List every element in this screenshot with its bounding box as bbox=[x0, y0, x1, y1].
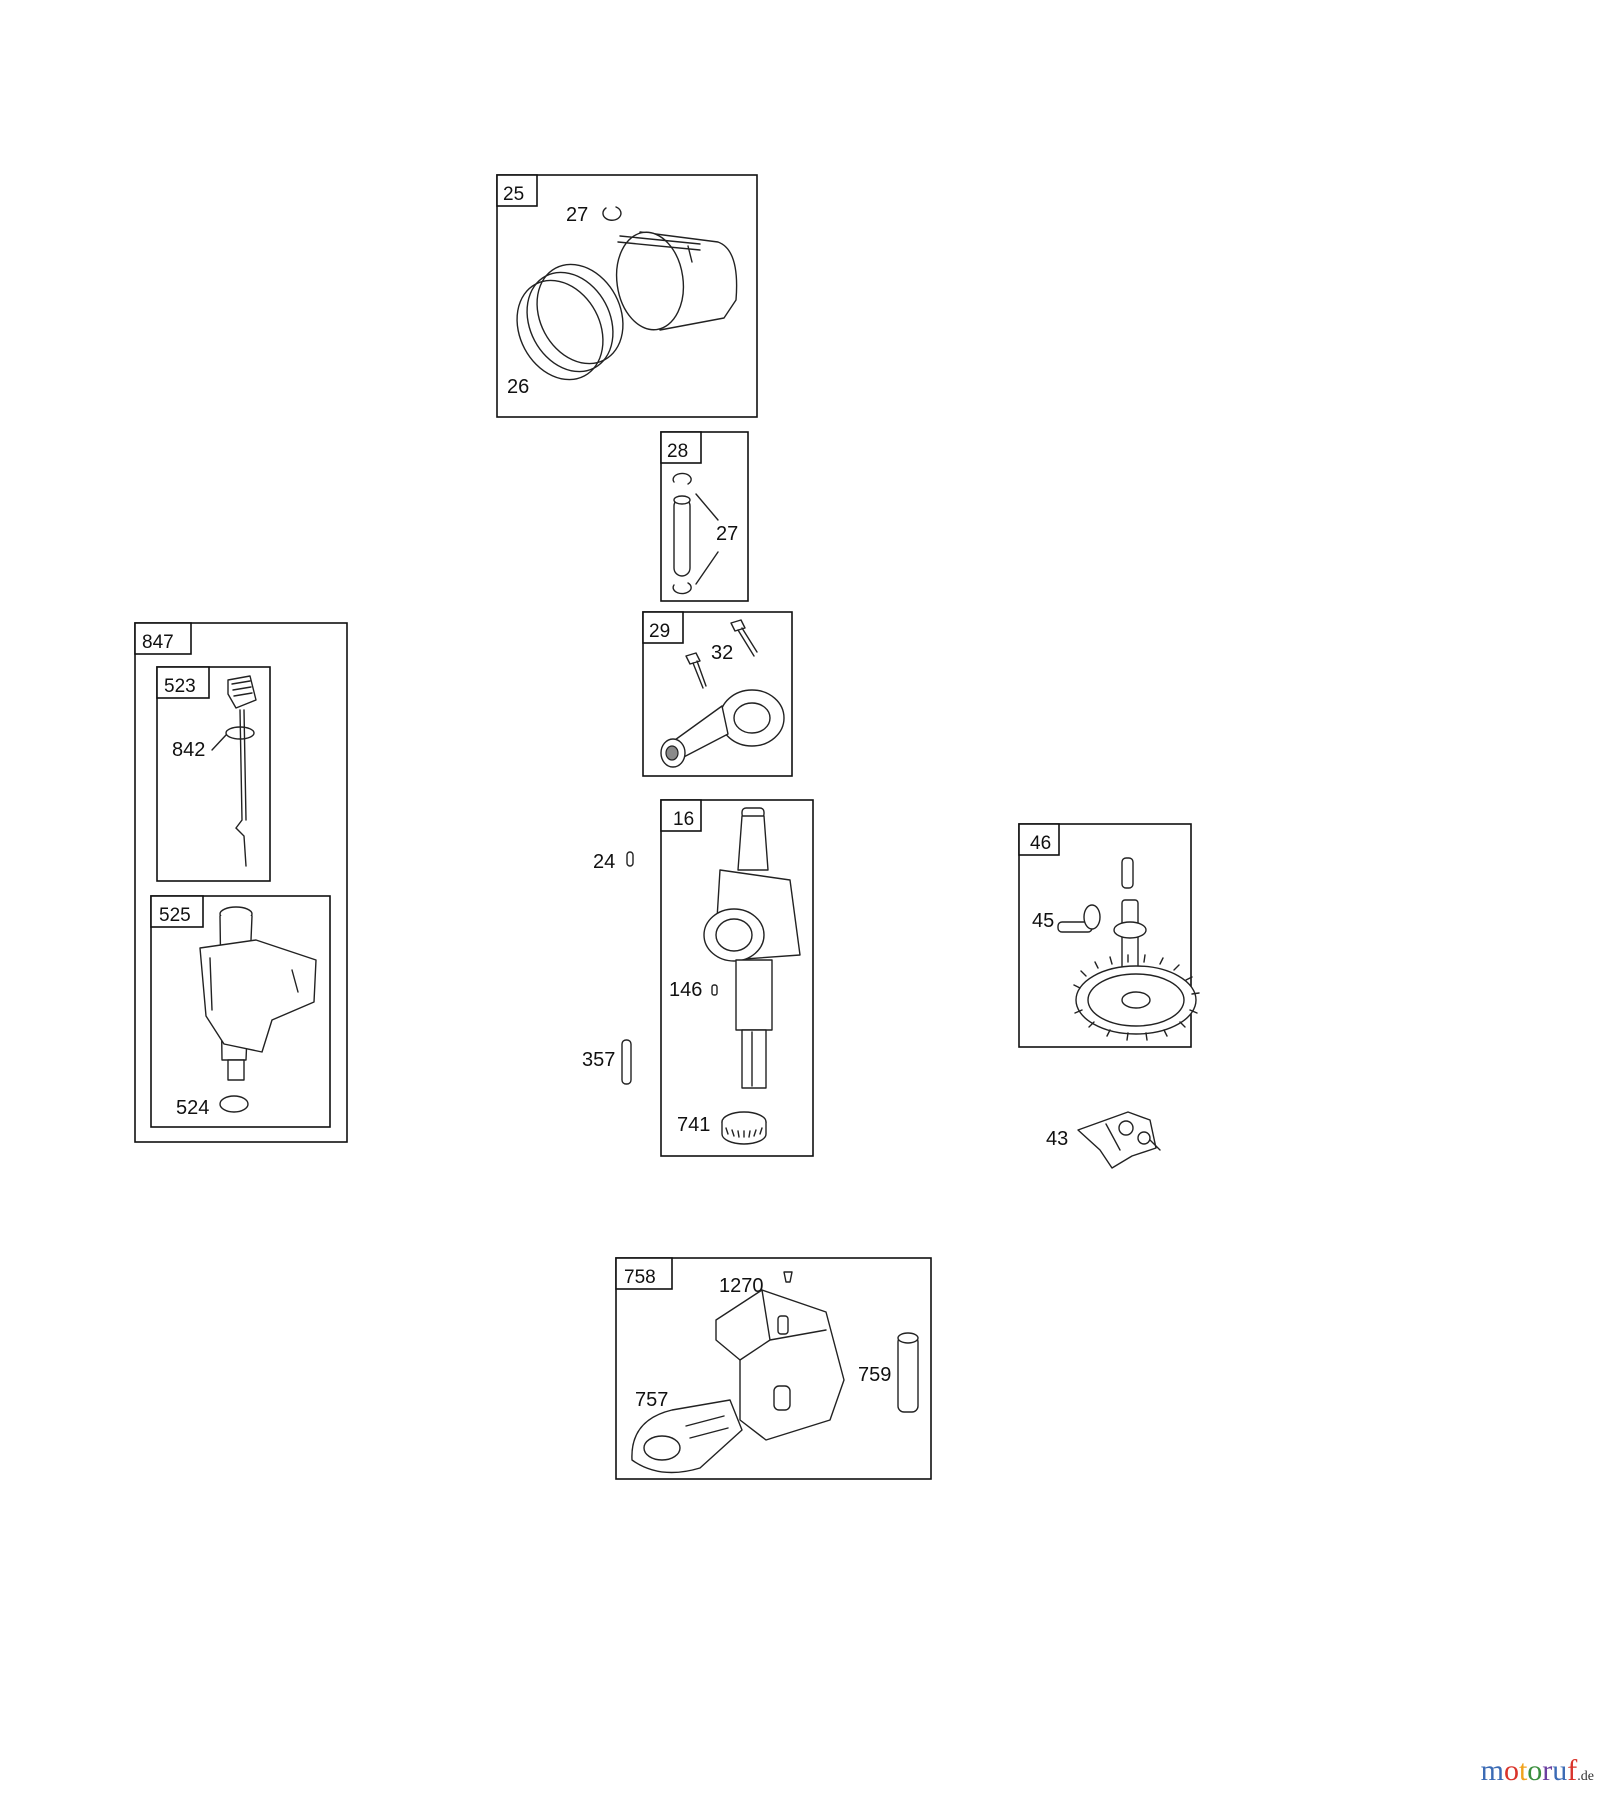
watermark-logo: motoruf.de bbox=[1480, 1754, 1594, 1787]
callout-757: 757 bbox=[635, 1389, 668, 1411]
group-847-dipstick-assembly[interactable]: 847 523 842 525 524 bbox=[134, 622, 348, 1143]
watermark-suffix: .de bbox=[1577, 1769, 1594, 1784]
group-523-dipstick[interactable]: 523 842 bbox=[156, 666, 271, 882]
group-46-camshaft[interactable]: 46 45 bbox=[1018, 823, 1200, 1048]
callout-842: 842 bbox=[172, 739, 205, 761]
callout-741: 741 bbox=[677, 1114, 710, 1136]
group-525-dipstick-tube[interactable]: 525 524 bbox=[150, 895, 331, 1128]
callout-357: 357 bbox=[582, 1049, 615, 1071]
group-label-758: 758 bbox=[624, 1267, 656, 1288]
group-label-525: 525 bbox=[159, 905, 191, 926]
callout-43: 43 bbox=[1046, 1128, 1068, 1150]
group-758-balancer[interactable]: 758 1270 757 759 bbox=[615, 1257, 932, 1480]
callout-27: 27 bbox=[566, 204, 588, 226]
group-label-28: 28 bbox=[667, 441, 688, 462]
group-28-piston-pin[interactable]: 28 27 bbox=[660, 431, 749, 602]
callout-759: 759 bbox=[858, 1364, 891, 1386]
callout-27-pin-clips: 27 bbox=[716, 523, 738, 545]
group-label-523: 523 bbox=[164, 676, 196, 697]
callout-26: 26 bbox=[507, 376, 529, 398]
group-label-847: 847 bbox=[142, 632, 174, 653]
callout-24: 24 bbox=[593, 851, 615, 873]
group-25-piston[interactable]: 25 27 26 bbox=[496, 174, 758, 418]
part-43-governor[interactable]: 43 bbox=[1046, 1111, 1161, 1169]
callout-146: 146 bbox=[669, 979, 702, 1001]
group-16-crankshaft[interactable]: 16 24 146 357 741 bbox=[582, 799, 814, 1157]
callout-32: 32 bbox=[711, 642, 733, 664]
group-label-25: 25 bbox=[503, 184, 524, 205]
callout-524: 524 bbox=[176, 1097, 209, 1119]
group-29-connecting-rod[interactable]: 29 32 bbox=[642, 611, 793, 777]
callout-1270: 1270 bbox=[719, 1275, 764, 1297]
group-label-16: 16 bbox=[673, 809, 694, 830]
callout-45: 45 bbox=[1032, 910, 1054, 932]
group-label-46: 46 bbox=[1030, 833, 1051, 854]
group-label-29: 29 bbox=[649, 621, 670, 642]
